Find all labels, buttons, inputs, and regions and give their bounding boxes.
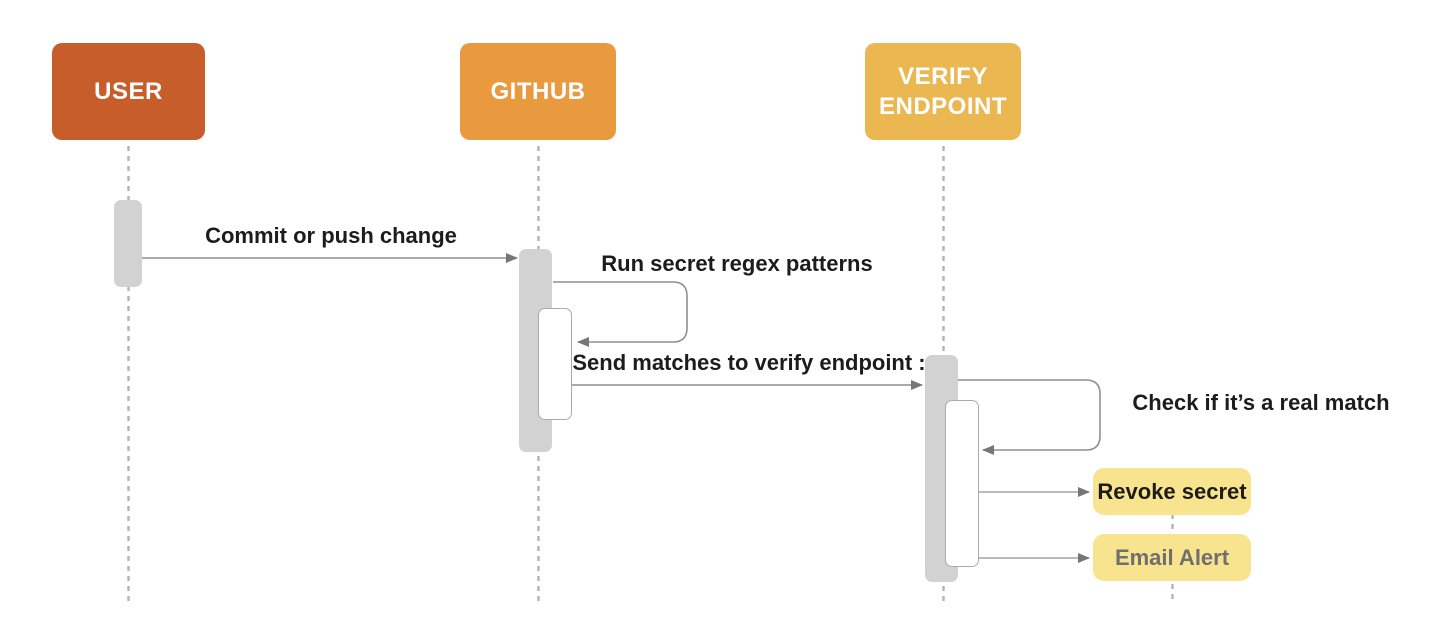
message-label-commit-push: Commit or push change: [205, 223, 457, 248]
arrow-self-loop-github: [553, 281, 688, 347]
note-label-email-alert: Email Alert: [1114, 544, 1230, 570]
arrow-self-loop-verify: [958, 379, 1101, 455]
note-label-revoke-secret: Revoke secret: [1097, 478, 1247, 504]
actor-label-github: GITHUB: [490, 77, 586, 105]
nested-activation-github: [538, 308, 572, 420]
message-label-send-matches: Send matches to verify endpoint :: [572, 350, 926, 375]
activation-bar-user: [114, 200, 142, 287]
actor-label-user: USER: [94, 77, 163, 105]
message-label-check-match: Check if it’s a real match: [1132, 390, 1390, 415]
actor-label-verify-endpoint: VERIFY ENDPOINT: [879, 62, 1008, 120]
nested-activation-verify: [945, 400, 979, 567]
actor-box-user: USER: [52, 43, 205, 140]
actor-box-verify-endpoint: VERIFY ENDPOINT: [865, 43, 1021, 140]
actor-box-github: GITHUB: [460, 43, 616, 140]
note-box-email-alert: Email Alert: [1093, 534, 1251, 581]
message-label-run-regex: Run secret regex patterns: [601, 251, 873, 276]
note-box-revoke-secret: Revoke secret: [1093, 468, 1251, 515]
